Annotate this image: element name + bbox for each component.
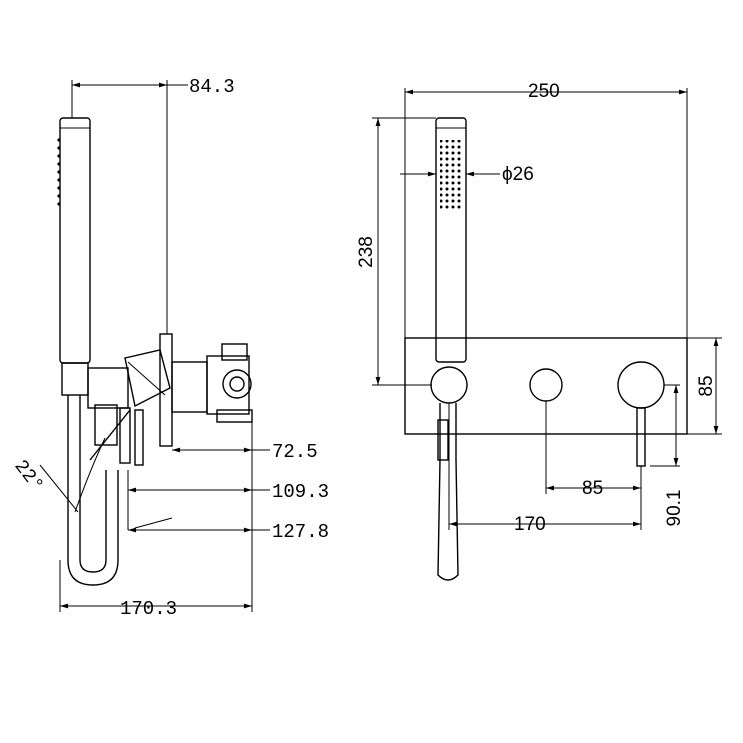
side-spray-dots bbox=[57, 138, 61, 206]
dim-text-85-right: 85 bbox=[696, 375, 717, 396]
dim-text-238: 238 bbox=[356, 236, 377, 268]
side-hand-shower bbox=[57, 117, 91, 396]
front-hand-shower bbox=[435, 117, 467, 363]
dim-line-127-8-tick bbox=[134, 517, 173, 529]
side-extension-lines bbox=[59, 80, 253, 612]
side-holder bbox=[87, 349, 171, 466]
dim-text-72-5: 72.5 bbox=[272, 441, 318, 463]
dim-text-85-bottom: 85 bbox=[582, 478, 603, 499]
dim-text-angle: 22° bbox=[9, 456, 47, 497]
front-mixer-handle bbox=[617, 361, 665, 467]
angle-leader bbox=[39, 464, 79, 513]
dim-text-127-8: 127.8 bbox=[272, 521, 329, 543]
dim-text-90-1: 90.1 bbox=[664, 490, 685, 527]
side-hose bbox=[67, 395, 119, 586]
angle-arc bbox=[74, 437, 106, 513]
dim-text-26: ϕ26 bbox=[502, 164, 534, 185]
side-view: 84.3 72.5 109.3 127.8 170.3 22° bbox=[9, 76, 329, 620]
front-diverter-knob bbox=[529, 368, 563, 402]
dim-text-109-3: 109.3 bbox=[272, 481, 329, 503]
dim-text-170: 170 bbox=[514, 514, 546, 535]
front-extension-lines bbox=[372, 88, 722, 530]
front-view: 250 ϕ26 238 85 85 90.1 170 bbox=[356, 81, 722, 581]
dim-text-170-3: 170.3 bbox=[120, 598, 177, 620]
dim-text-250: 250 bbox=[528, 81, 560, 102]
front-hose bbox=[437, 403, 459, 581]
front-holder-knob bbox=[430, 366, 468, 404]
side-mixer-body bbox=[159, 333, 253, 447]
dim-text-84-3: 84.3 bbox=[189, 76, 235, 98]
